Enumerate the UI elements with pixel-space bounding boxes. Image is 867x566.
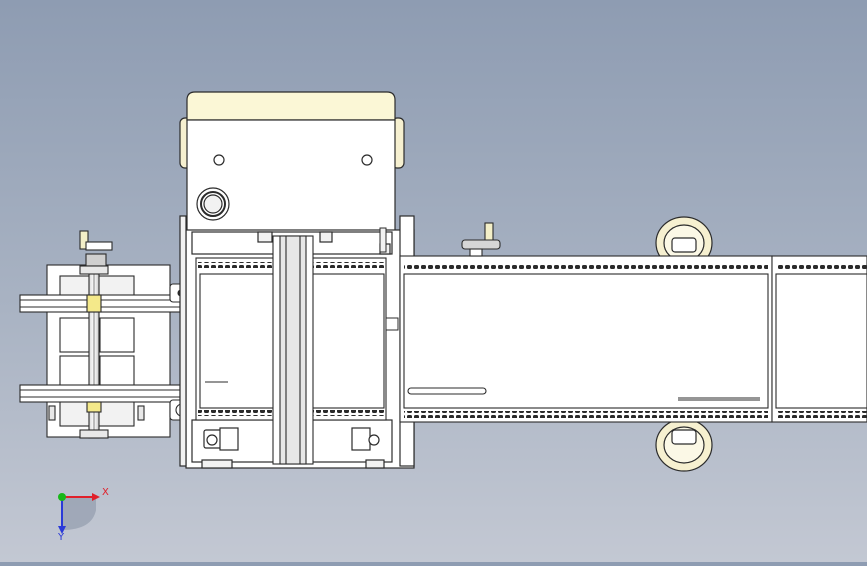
motor-housing — [179, 91, 405, 233]
conveyor-middle — [399, 255, 773, 423]
left-rail-upper — [19, 294, 181, 313]
y-axis-label: Y — [58, 532, 65, 543]
tensioner-handle — [461, 222, 501, 257]
side-bracket — [379, 227, 399, 331]
left-rail-lower — [19, 384, 181, 413]
x-axis-label: X — [102, 487, 109, 498]
conveyor-right — [771, 255, 867, 423]
vertical-gantry — [272, 235, 314, 465]
axis-triad — [58, 493, 100, 534]
left-clamp-frame — [46, 230, 171, 439]
wheel-bottom — [655, 418, 713, 472]
